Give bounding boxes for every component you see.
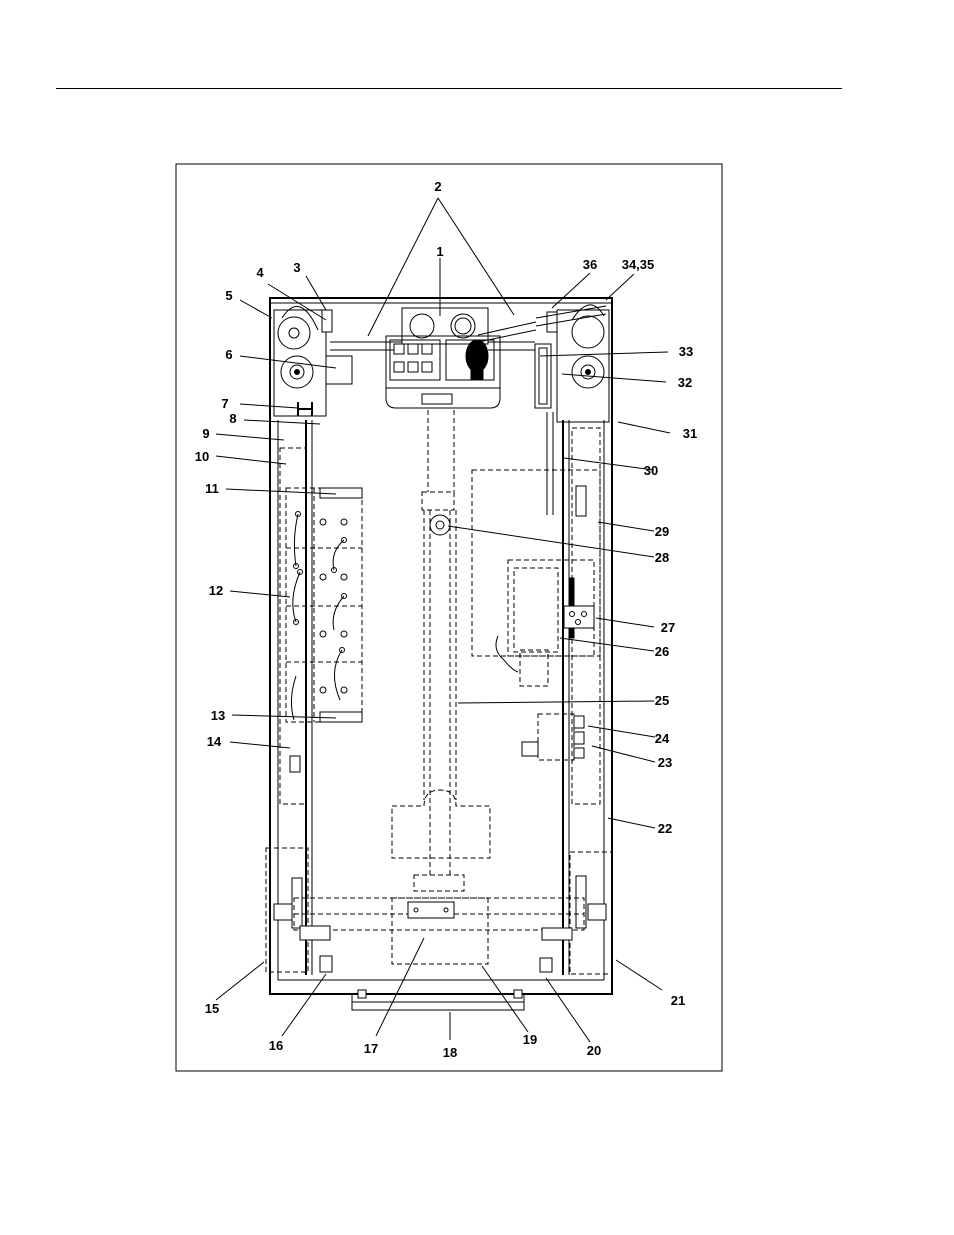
callout-2: 2 bbox=[434, 179, 441, 194]
center-mast bbox=[392, 410, 490, 891]
callout-30: 30 bbox=[644, 463, 658, 478]
callout-32: 32 bbox=[678, 375, 692, 390]
callout-27: 27 bbox=[661, 620, 675, 635]
callout-24: 24 bbox=[655, 731, 670, 746]
rear-axle bbox=[266, 848, 612, 974]
callout-4: 4 bbox=[256, 265, 264, 280]
controller-block bbox=[522, 714, 584, 760]
callout-34-35: 34,35 bbox=[622, 257, 655, 272]
callout-9: 9 bbox=[202, 426, 209, 441]
callout-5: 5 bbox=[225, 288, 232, 303]
callout-25: 25 bbox=[655, 693, 669, 708]
callout-1: 1 bbox=[436, 244, 443, 259]
callout-28: 28 bbox=[655, 550, 669, 565]
callout-26: 26 bbox=[655, 644, 669, 659]
callout-12: 12 bbox=[209, 583, 223, 598]
callout-15: 15 bbox=[205, 1001, 219, 1016]
callout-16: 16 bbox=[269, 1038, 283, 1053]
callout-10: 10 bbox=[195, 449, 209, 464]
callout-36: 36 bbox=[583, 257, 597, 272]
figure-frame bbox=[176, 164, 722, 1071]
control-console bbox=[330, 306, 606, 408]
callout-3: 3 bbox=[293, 260, 300, 275]
callout-29: 29 bbox=[655, 524, 669, 539]
chassis-outline bbox=[270, 298, 612, 994]
callout-14: 14 bbox=[207, 734, 222, 749]
callout-18: 18 bbox=[443, 1045, 457, 1060]
callout-31: 31 bbox=[683, 426, 697, 441]
callout-22: 22 bbox=[658, 821, 672, 836]
callout-20: 20 bbox=[587, 1043, 601, 1058]
callout-19: 19 bbox=[523, 1032, 537, 1047]
callout-23: 23 bbox=[658, 755, 672, 770]
callout-7: 7 bbox=[221, 396, 228, 411]
callout-21: 21 bbox=[671, 993, 685, 1008]
valve-block bbox=[564, 606, 594, 628]
callout-13: 13 bbox=[211, 708, 225, 723]
callout-8: 8 bbox=[229, 411, 236, 426]
battery-tray bbox=[280, 448, 362, 804]
callout-6: 6 bbox=[225, 347, 232, 362]
callout-33: 33 bbox=[679, 344, 693, 359]
callout-17: 17 bbox=[364, 1041, 378, 1056]
callout-11: 11 bbox=[205, 481, 219, 496]
